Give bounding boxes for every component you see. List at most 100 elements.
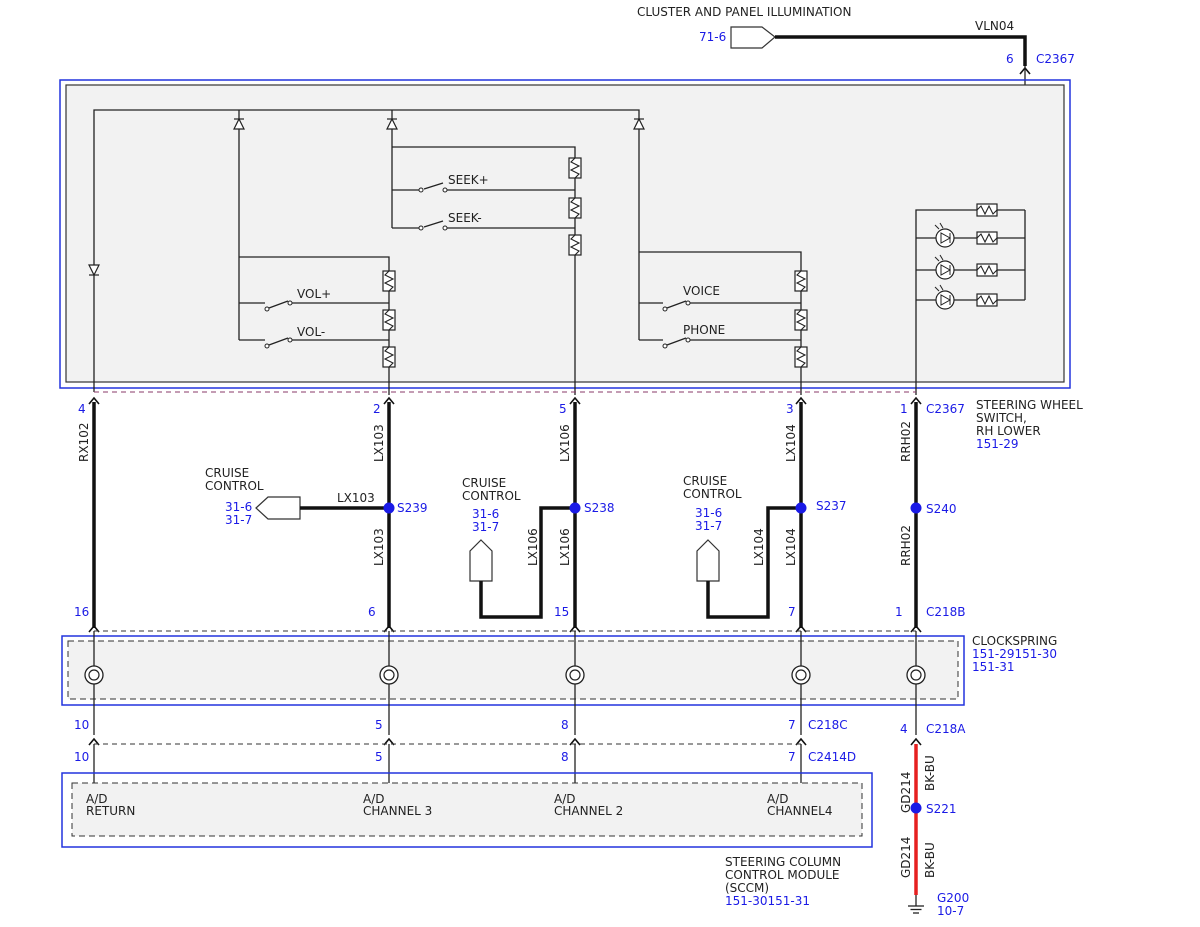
wire-lx103-lower: LX103 [372, 528, 386, 566]
sccm-pin-ch3: CHANNEL 3 [363, 804, 432, 818]
pin-sw-4: 3 [786, 402, 794, 416]
connector-c2367-top: C2367 [1036, 52, 1075, 66]
cruise2-line1: CRUISE [462, 476, 506, 490]
sccm-pin-ch2: CHANNEL 2 [554, 804, 623, 818]
wire-vln04 [775, 35, 1027, 66]
wire-rx102: RX102 [77, 423, 91, 462]
ground-g200: G200 [937, 891, 969, 905]
c2367-pin-arrows [88, 397, 922, 405]
sccm-pin-ad-2: A/D [363, 792, 385, 806]
connector-c218c: C218C [808, 718, 848, 732]
wire-lx103-upper: LX103 [372, 424, 386, 462]
splice-s238 [569, 502, 581, 514]
sccm-pin-ad-4: A/D [767, 792, 789, 806]
wire-lx103-branch: LX103 [337, 491, 375, 505]
sccm-pin-ad-3: A/D [554, 792, 576, 806]
clockspring-outline [61, 635, 965, 706]
clockspring [67, 640, 959, 700]
pin-c218c-2: 5 [375, 718, 383, 732]
switch-voice: VOICE [683, 284, 720, 298]
pin-c2414d-3: 8 [561, 750, 569, 764]
splice-label-s240: S240 [926, 502, 957, 516]
pin-c218a: 4 [900, 722, 908, 736]
cruise3-connector-icon [696, 539, 720, 582]
pin-c218b-3: 15 [554, 605, 569, 619]
clockspring-coil-icon [565, 665, 585, 685]
splice-s239 [383, 502, 395, 514]
pin-sw-5: 1 [900, 402, 908, 416]
switch-vol-minus: VOL- [297, 325, 325, 339]
connector-c2367: C2367 [926, 402, 965, 416]
cruise1-connector-icon [255, 496, 301, 520]
wire-rrh02-upper: RRH02 [899, 421, 913, 462]
connector-c218a: C218A [926, 722, 966, 736]
wire-rrh02-lower: RRH02 [899, 525, 913, 566]
sccm-module [71, 782, 863, 837]
wire-bkbu-upper: BK-BU [923, 755, 937, 791]
sccm-outline [61, 772, 873, 848]
splice-label-s238: S238 [584, 501, 615, 515]
cluster-ref: 71-6 [699, 30, 726, 44]
pin-c218c-3: 8 [561, 718, 569, 732]
cruise3-line1: CRUISE [683, 474, 727, 488]
pin-c218b-1: 16 [74, 605, 89, 619]
steering-wheel-switch [65, 84, 1065, 383]
sccm-name-1: STEERING COLUMN [725, 855, 841, 869]
clockspring-coil-icon [379, 665, 399, 685]
swsw-name-2: SWITCH, [976, 411, 1027, 425]
pin-c218c-1: 10 [74, 718, 89, 732]
switch-seek-plus: SEEK+ [448, 173, 489, 187]
cluster-title: CLUSTER AND PANEL ILLUMINATION [637, 5, 851, 19]
pin-c2414d-1: 10 [74, 750, 89, 764]
clockspring-ref-2: 151-31 [972, 660, 1015, 674]
cruise3-ref2: 31-7 [695, 519, 722, 533]
cluster-connector-icon [730, 26, 776, 49]
pin-c218b-5: 1 [895, 605, 903, 619]
ground-icon [908, 895, 924, 914]
sccm-pin-return: RETURN [86, 804, 135, 818]
cruise3-ref1: 31-6 [695, 506, 722, 520]
splice-label-s221: S221 [926, 802, 957, 816]
clockspring-ref-1: 151-29151-30 [972, 647, 1057, 661]
swsw-name-3: RH LOWER [976, 424, 1041, 438]
sccm-name-2: CONTROL MODULE [725, 868, 840, 882]
wire-gd214-upper: GD214 [899, 772, 913, 813]
pin-sw-2: 2 [373, 402, 381, 416]
wire-lx106-branch: LX106 [526, 528, 540, 566]
cruise2-connector-icon [469, 539, 493, 582]
cruise3-line2: CONTROL [683, 487, 742, 501]
pin-c2414d-2: 5 [375, 750, 383, 764]
steering-wheel-switch-outline [59, 79, 1071, 389]
wire-lx106-upper: LX106 [558, 424, 572, 462]
cruise1-ref1: 31-6 [225, 500, 252, 514]
switch-seek-minus: SEEK- [448, 211, 482, 225]
switch-phone: PHONE [683, 323, 725, 337]
cruise1-line2: CONTROL [205, 479, 264, 493]
pin-sw-3: 5 [559, 402, 567, 416]
ground-g200-ref: 10-7 [937, 904, 964, 918]
cruise2-ref2: 31-7 [472, 520, 499, 534]
connector-c2414d: C2414D [808, 750, 856, 764]
cruise1-ref2: 31-7 [225, 513, 252, 527]
switch-vol-plus: VOL+ [297, 287, 331, 301]
clockspring-coil-icon [791, 665, 811, 685]
sccm-name-3: (SCCM) [725, 881, 769, 895]
wire-gd214-lower: GD214 [899, 837, 913, 878]
swsw-ref: 151-29 [976, 437, 1019, 451]
pin-c2367-top: 6 [1006, 52, 1014, 66]
cruise1-line1: CRUISE [205, 466, 249, 480]
splice-s240 [910, 502, 922, 514]
clockspring-coil-icon [906, 665, 926, 685]
clockspring-coil-icon [84, 665, 104, 685]
splice-s237 [795, 502, 807, 514]
wire-lx104-lower: LX104 [784, 528, 798, 566]
wire-lx104-branch: LX104 [752, 528, 766, 566]
wire-label-vln04-text: VLN04 [975, 19, 1014, 33]
wire-lx106-lower: LX106 [558, 528, 572, 566]
splice-label-s237: S237 [816, 499, 847, 513]
pin-c2414d-4: 7 [788, 750, 796, 764]
connector-c218b: C218B [926, 605, 966, 619]
wire-bkbu-lower: BK-BU [923, 842, 937, 878]
splice-label-s239: S239 [397, 501, 428, 515]
